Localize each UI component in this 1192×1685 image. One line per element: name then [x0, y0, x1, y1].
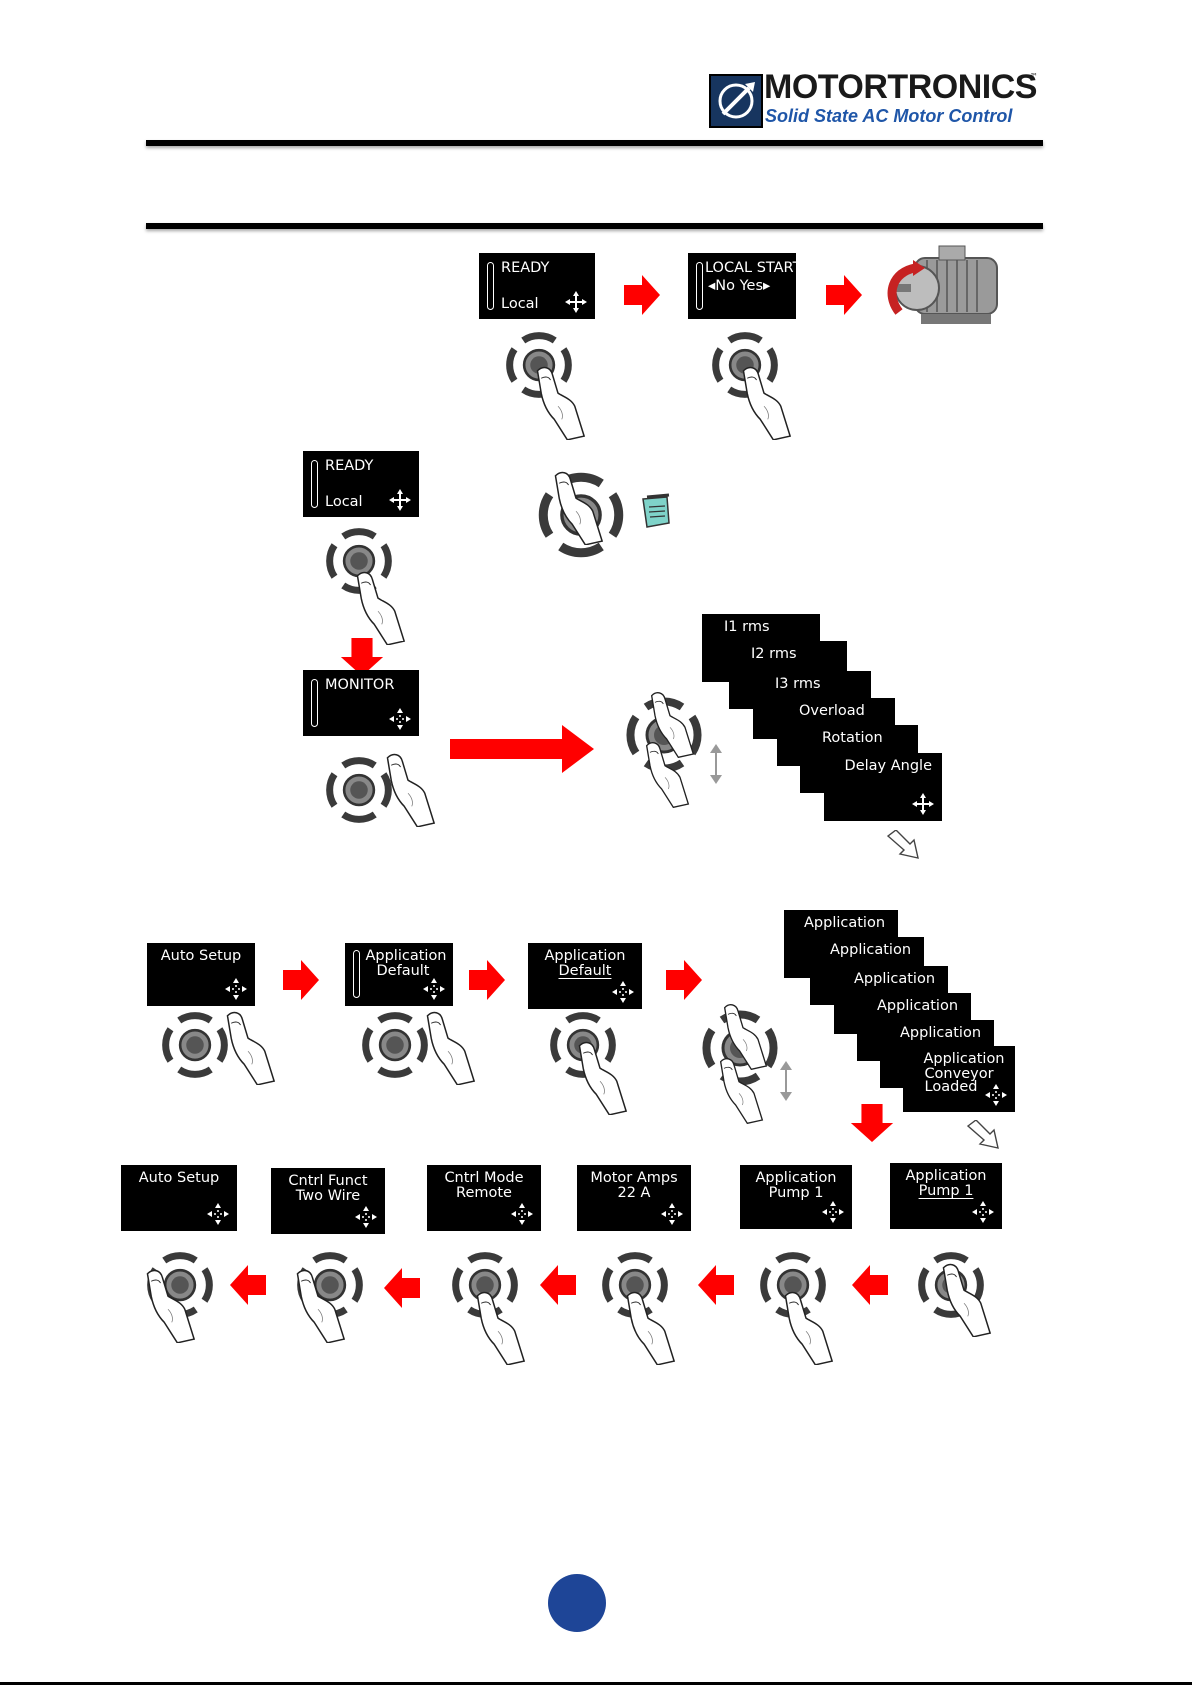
lcd-ready-local: READY Local: [479, 253, 595, 319]
arrow-left-icon: [698, 1265, 734, 1305]
finger-icon: [714, 1056, 764, 1124]
up-down-arrow-icon: [709, 744, 723, 784]
lcd-application-pump-edit: Application Pump 1: [890, 1163, 1002, 1229]
arrow-right-icon: [826, 275, 862, 315]
page-number-badge: [548, 1574, 606, 1632]
brand-tagline: Solid State AC Motor Control: [765, 106, 1013, 126]
lcd-application-default-edit: Application Default: [528, 943, 642, 1009]
nav-arrows-icon: [612, 981, 634, 1003]
motor-icon: [885, 240, 1015, 340]
lcd-motor-amps: Motor Amps 22 A: [577, 1165, 691, 1231]
arrow-down-icon: [850, 1104, 894, 1142]
finger-icon: [140, 1268, 196, 1343]
nav-arrows-icon: [565, 291, 587, 313]
nav-arrows-icon: [511, 1203, 533, 1225]
lcd-cntrl-funct: Cntrl Funct Two Wire: [271, 1168, 385, 1234]
nav-arrows-icon: [423, 978, 445, 1000]
arrow-left-icon: [384, 1268, 420, 1308]
nav-arrows-icon: [355, 1206, 377, 1228]
footer-rule: [0, 1682, 1192, 1685]
nav-arrows-icon: [207, 1203, 229, 1225]
finger-icon: [736, 365, 792, 440]
arrow-right-icon: [666, 960, 702, 1000]
trademark: ™: [1030, 72, 1038, 81]
lcd-ready-local-2: READY Local: [303, 451, 419, 517]
arrow-right-icon: [624, 275, 660, 315]
finger-icon: [380, 752, 436, 827]
finger-icon: [640, 740, 690, 808]
lcd-application-pump: Application Pump 1: [740, 1165, 852, 1229]
finger-icon: [290, 1268, 346, 1343]
nav-arrows-icon: [972, 1201, 994, 1223]
up-down-arrow-icon: [779, 1061, 793, 1101]
arrow-right-long-icon: [450, 725, 594, 773]
nav-arrows-icon: [389, 489, 411, 511]
header-rule-bottom: [146, 223, 1043, 229]
application-item-conveyor: Application Conveyor Loaded: [903, 1046, 1015, 1112]
lcd-cntrl-mode: Cntrl Mode Remote: [427, 1165, 541, 1231]
finger-icon: [470, 1290, 526, 1365]
nav-arrows-icon: [661, 1203, 683, 1225]
monitor-item: Delay Angle: [824, 753, 942, 821]
finger-icon: [572, 1040, 628, 1115]
lcd-local-start: LOCAL START ◂No Yes▸: [688, 253, 796, 319]
logo-mark: [709, 74, 763, 128]
arrow-left-icon: [230, 1265, 266, 1305]
arrow-right-icon: [469, 960, 505, 1000]
nav-arrows-icon: [985, 1084, 1007, 1106]
note-icon: [637, 493, 673, 531]
nav-arrows-icon: [912, 793, 934, 815]
lcd-auto-setup-2: Auto Setup: [121, 1165, 237, 1231]
finger-icon: [220, 1010, 276, 1085]
finger-icon: [350, 570, 406, 645]
finger-icon: [936, 1262, 992, 1337]
finger-icon: [548, 470, 604, 545]
lcd-monitor: MONITOR: [303, 670, 419, 736]
nav-arrows-icon: [822, 1201, 844, 1223]
outline-arrow-icon: [886, 830, 922, 860]
header-rule-top: [146, 140, 1043, 146]
arrow-left-icon: [852, 1265, 888, 1305]
nav-arrows-icon: [389, 708, 411, 730]
finger-icon: [778, 1290, 834, 1365]
lcd-application-default: Application Default: [345, 943, 453, 1006]
outline-arrow-icon: [966, 1120, 1002, 1150]
finger-icon: [530, 365, 586, 440]
nav-arrows-icon: [225, 978, 247, 1000]
arrow-left-icon: [540, 1265, 576, 1305]
lcd-auto-setup: Auto Setup: [147, 943, 255, 1006]
finger-icon: [420, 1010, 476, 1085]
brand-name: MOTORTRONICS: [764, 68, 1037, 106]
arrow-right-icon: [283, 960, 319, 1000]
finger-icon: [620, 1290, 676, 1365]
